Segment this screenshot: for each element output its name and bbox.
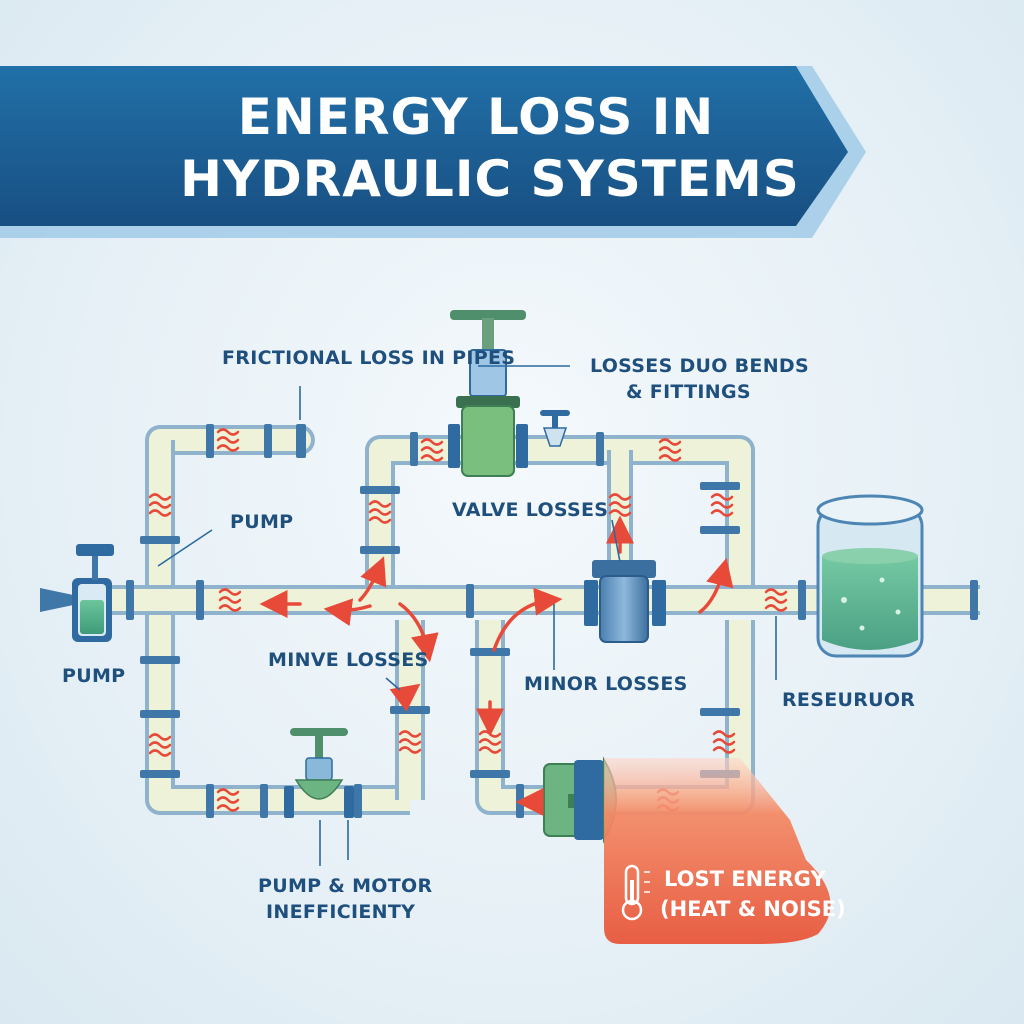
pump-icon [40, 544, 114, 642]
leader-lines [157, 365, 777, 866]
heat-wave-icon [368, 500, 392, 524]
flow-arrow-icon [492, 587, 563, 652]
heat-wave-icon [216, 788, 240, 812]
heat-wave-icon [148, 733, 172, 757]
heat-wave-icon [420, 438, 444, 462]
label-bends-line-2: & FITTINGS [626, 381, 751, 403]
heat-wave-icon [218, 588, 242, 612]
labels: FRICTIONAL LOSS IN PIPES LOSSES DUO BEND… [62, 347, 915, 923]
heat-wave-icon [764, 588, 788, 612]
heat-wave-icon [710, 493, 734, 517]
callout-line-2: (HEAT & NOISE) [660, 897, 846, 921]
flow-arrow-icon [398, 602, 439, 663]
heat-waves [148, 428, 788, 812]
flow-arrow-icon [389, 683, 421, 712]
heat-wave-icon [398, 730, 422, 754]
flow-arrow-icon [323, 598, 372, 627]
petcock-icon [540, 410, 570, 447]
label-pump-left: PUMP [62, 665, 125, 687]
label-pump-motor-line-2: INEFFICIENTY [266, 901, 415, 923]
flow-arrow-icon [358, 556, 387, 602]
gate-valve-icon [448, 310, 528, 477]
lost-energy-callout: LOST ENERGY (HEAT & NOISE) [604, 758, 846, 944]
callout-line-1: LOST ENERGY [664, 867, 826, 891]
flow-arrows [259, 515, 734, 816]
label-frictional-loss: FRICTIONAL LOSS IN PIPES [222, 347, 515, 369]
label-bends-line-1: LOSSES DUO BENDS [590, 355, 809, 377]
title-banner: ENERGY LOSS IN HYDRAULIC SYSTEMS [0, 66, 866, 238]
thermometer-icon [621, 864, 650, 921]
heat-wave-icon [216, 428, 240, 452]
title-line-1: ENERGY LOSS IN [238, 88, 714, 146]
title-line-2: HYDRAULIC SYSTEMS [180, 150, 800, 208]
globe-valve-icon [284, 728, 354, 818]
label-minor-losses: MINOR LOSSES [524, 673, 688, 695]
heat-wave-icon [608, 493, 632, 517]
heat-wave-icon [148, 493, 172, 517]
inline-valve-icon [584, 560, 666, 643]
heat-wave-icon [658, 438, 682, 462]
heat-wave-icon [712, 730, 736, 754]
label-minve-losses: MINVE LOSSES [268, 649, 429, 671]
label-reservoir: RESEURUOR [782, 689, 915, 711]
flow-arrow-icon [698, 557, 734, 614]
label-valve-losses: VALVE LOSSES [452, 499, 608, 521]
label-pump-upper: PUMP [230, 511, 293, 533]
label-pump-motor-line-1: PUMP & MOTOR [258, 875, 432, 897]
reservoir-tank-icon [816, 494, 924, 658]
